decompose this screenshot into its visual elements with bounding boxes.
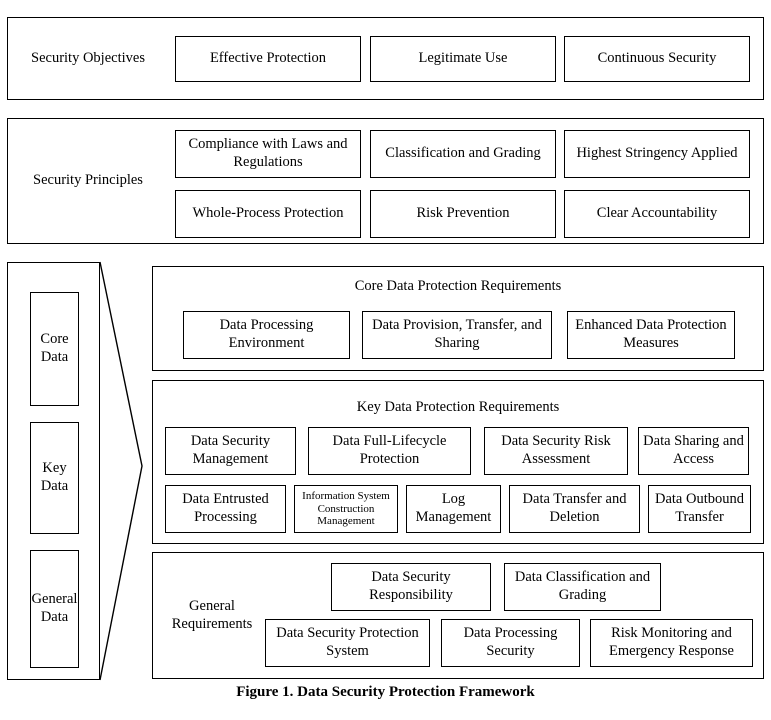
key-data-requirements-title: Key Data Protection Requirements: [356, 399, 560, 415]
security-objectives-label: Security Objectives: [31, 49, 145, 66]
core-req-enhanced-data-protection-measures[interactable]: Enhanced Data Protection Measures: [567, 311, 735, 359]
data-level-key-data[interactable]: Key Data: [30, 422, 79, 534]
data-levels-panel: Core Data Key Data General Data: [7, 262, 100, 680]
general-requirements-panel: General Requirements Data Security Respo…: [152, 552, 764, 679]
security-principles-panel: Security Principles Compliance with Laws…: [7, 118, 764, 244]
key-req-data-outbound-transfer[interactable]: Data Outbound Transfer: [648, 485, 751, 533]
general-requirements-label: General Requirements: [171, 598, 253, 632]
principle-compliance-with-laws[interactable]: Compliance with Laws and Regulations: [175, 130, 361, 178]
key-req-log-management[interactable]: Log Management: [406, 485, 501, 533]
key-req-information-system-construction-management[interactable]: Information System Construction Manageme…: [294, 485, 398, 533]
key-req-data-security-management[interactable]: Data Security Management: [165, 427, 296, 475]
general-req-data-classification-and-grading[interactable]: Data Classification and Grading: [504, 563, 661, 611]
objective-effective-protection[interactable]: Effective Protection: [175, 36, 361, 82]
general-req-risk-monitoring-emergency-response[interactable]: Risk Monitoring and Emergency Response: [590, 619, 753, 667]
general-req-data-security-protection-system[interactable]: Data Security Protection System: [265, 619, 430, 667]
data-level-general-data[interactable]: General Data: [30, 550, 79, 668]
key-req-data-full-lifecycle-protection[interactable]: Data Full-Lifecycle Protection: [308, 427, 471, 475]
key-req-data-sharing-and-access[interactable]: Data Sharing and Access: [638, 427, 749, 475]
security-objectives-panel: Security Objectives Effective Protection…: [7, 17, 764, 100]
figure-caption: Figure 1. Data Security Protection Frame…: [236, 684, 535, 700]
key-req-data-transfer-and-deletion[interactable]: Data Transfer and Deletion: [509, 485, 640, 533]
data-level-core-data[interactable]: Core Data: [30, 292, 79, 406]
key-req-data-security-risk-assessment[interactable]: Data Security Risk Assessment: [484, 427, 628, 475]
key-data-requirements-panel: Key Data Protection Requirements Data Se…: [152, 380, 764, 544]
core-data-requirements-panel: Core Data Protection Requirements Data P…: [152, 266, 764, 371]
core-req-data-processing-environment[interactable]: Data Processing Environment: [183, 311, 350, 359]
right-pointing-arrow-connector: [96, 262, 144, 680]
key-req-data-entrusted-processing[interactable]: Data Entrusted Processing: [165, 485, 286, 533]
general-req-data-security-responsibility[interactable]: Data Security Responsibility: [331, 563, 491, 611]
principle-classification-and-grading[interactable]: Classification and Grading: [370, 130, 556, 178]
security-principles-label: Security Principles: [33, 172, 143, 189]
core-req-data-provision-transfer-sharing[interactable]: Data Provision, Transfer, and Sharing: [362, 311, 552, 359]
objective-legitimate-use[interactable]: Legitimate Use: [370, 36, 556, 82]
principle-risk-prevention[interactable]: Risk Prevention: [370, 190, 556, 238]
principle-whole-process-protection[interactable]: Whole-Process Protection: [175, 190, 361, 238]
general-req-data-processing-security[interactable]: Data Processing Security: [441, 619, 580, 667]
objective-continuous-security[interactable]: Continuous Security: [564, 36, 750, 82]
principle-clear-accountability[interactable]: Clear Accountability: [564, 190, 750, 238]
core-data-requirements-title: Core Data Protection Requirements: [354, 278, 562, 294]
principle-highest-stringency-applied[interactable]: Highest Stringency Applied: [564, 130, 750, 178]
